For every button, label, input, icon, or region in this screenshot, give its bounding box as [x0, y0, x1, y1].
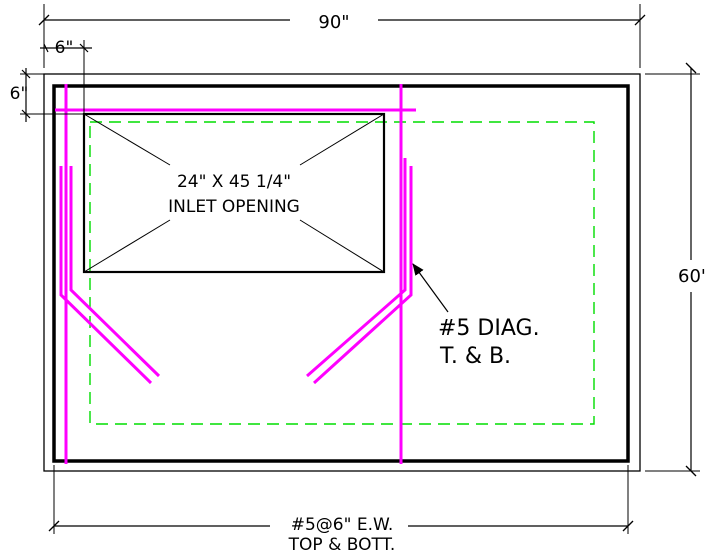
rebar-diag-right-2 — [306, 158, 407, 378]
dimension-edge-y-text: 6" — [10, 84, 29, 104]
callout-diag-line1: #5 DIAG. — [438, 316, 540, 341]
callout-mesh: #5@6" E.W. TOP & BOTT. — [48, 465, 634, 555]
inlet-opening: 24" X 45 1/4" INLET OPENING — [82, 112, 386, 274]
opening-size-text: 24" X 45 1/4" — [177, 172, 291, 192]
rebar-diag-right-1 — [312, 166, 413, 385]
callout-diag-line2: T. & B. — [439, 344, 511, 369]
callout-mesh-line2: TOP & BOTT. — [288, 535, 396, 555]
dimension-edge-x-text: 6" — [55, 38, 74, 58]
dimension-top: 90" — [38, 4, 646, 68]
dimension-right: 60" — [645, 62, 705, 477]
dimension-top-text: 90" — [318, 12, 349, 33]
rebar-bars — [55, 84, 416, 464]
callout-mesh-line1: #5@6" E.W. — [291, 515, 394, 535]
dimension-edge-x: 6" — [40, 38, 92, 114]
slab-inner-edge — [52, 84, 630, 463]
slab-outer-edge — [43, 73, 641, 472]
rebar-diag-left-1 — [59, 166, 153, 385]
dimension-right-text: 60" — [678, 266, 705, 287]
dimension-edge-y: 6" — [10, 68, 84, 122]
opening-label-text: INLET OPENING — [168, 197, 300, 217]
callout-diag: #5 DIAG. T. & B. — [412, 263, 540, 369]
rebar-diag-left-2 — [69, 166, 161, 378]
dashed-outline — [89, 121, 595, 425]
